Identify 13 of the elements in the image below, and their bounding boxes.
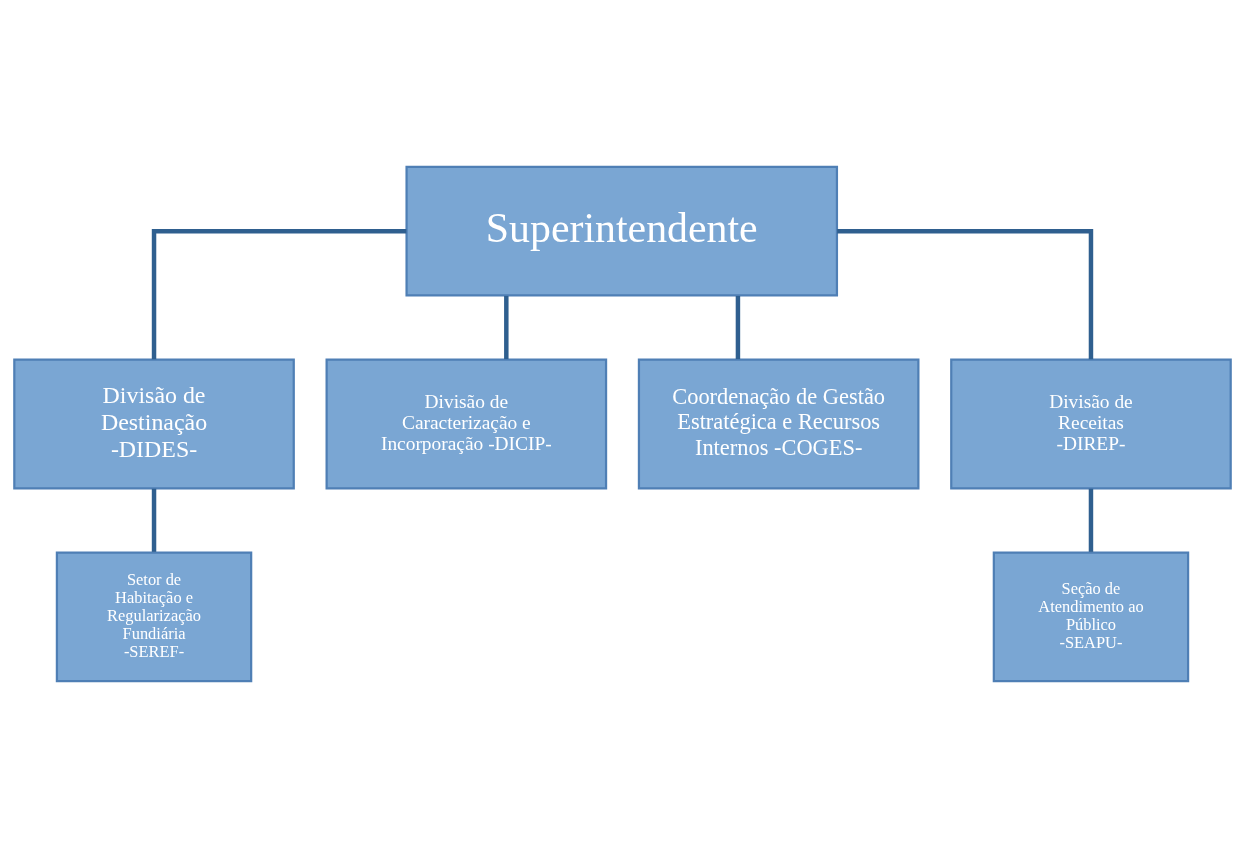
node-box: Divisão de Caracterização e Incorporação -DICIP- — [325, 358, 608, 490]
node-box: Seção de Atendimento ao Público -SEAPU- — [992, 551, 1190, 683]
node-box: Divisão de Destinação -DIDES- — [13, 358, 295, 490]
connector — [735, 295, 741, 360]
node-box: Coordenação de Gestão Estratégica e Recursos Internos -COGES- — [637, 358, 920, 490]
connector — [504, 295, 509, 360]
node-box: Divisão de Receitas -DIREP- — [950, 358, 1232, 490]
connector — [1088, 488, 1094, 552]
node-box: Superintendente — [405, 165, 839, 297]
connector — [151, 488, 157, 552]
node-box: Setor de Habitação e Regularização Fundiária -SEREF- — [55, 551, 253, 683]
connector — [151, 229, 407, 360]
connector — [837, 229, 1094, 360]
